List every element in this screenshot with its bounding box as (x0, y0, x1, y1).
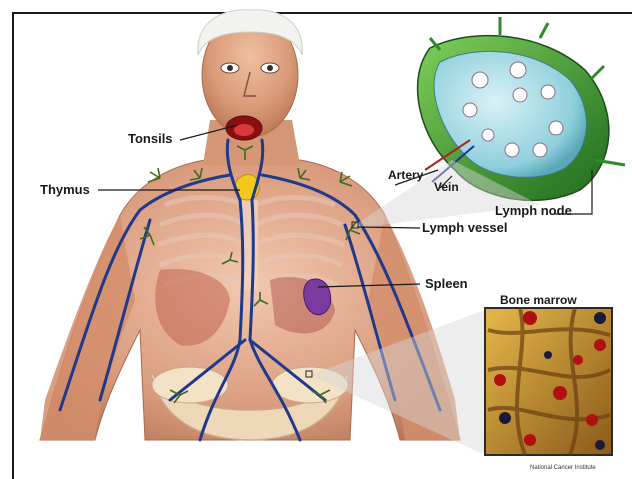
label-tonsils: Tonsils (128, 131, 173, 146)
label-thymus: Thymus (40, 182, 90, 197)
credit-text: National Cancer Institute (530, 465, 596, 471)
label-vein: Vein (434, 180, 459, 194)
label-lymph-node: Lymph node (495, 203, 572, 218)
label-lymph-vessel: Lymph vessel (422, 220, 508, 235)
sternum (242, 200, 258, 290)
lymph-node-inset (355, 17, 625, 228)
label-bone-marrow: Bone marrow (500, 293, 577, 307)
label-artery: Artery (388, 168, 423, 182)
label-spleen: Spleen (425, 276, 468, 291)
